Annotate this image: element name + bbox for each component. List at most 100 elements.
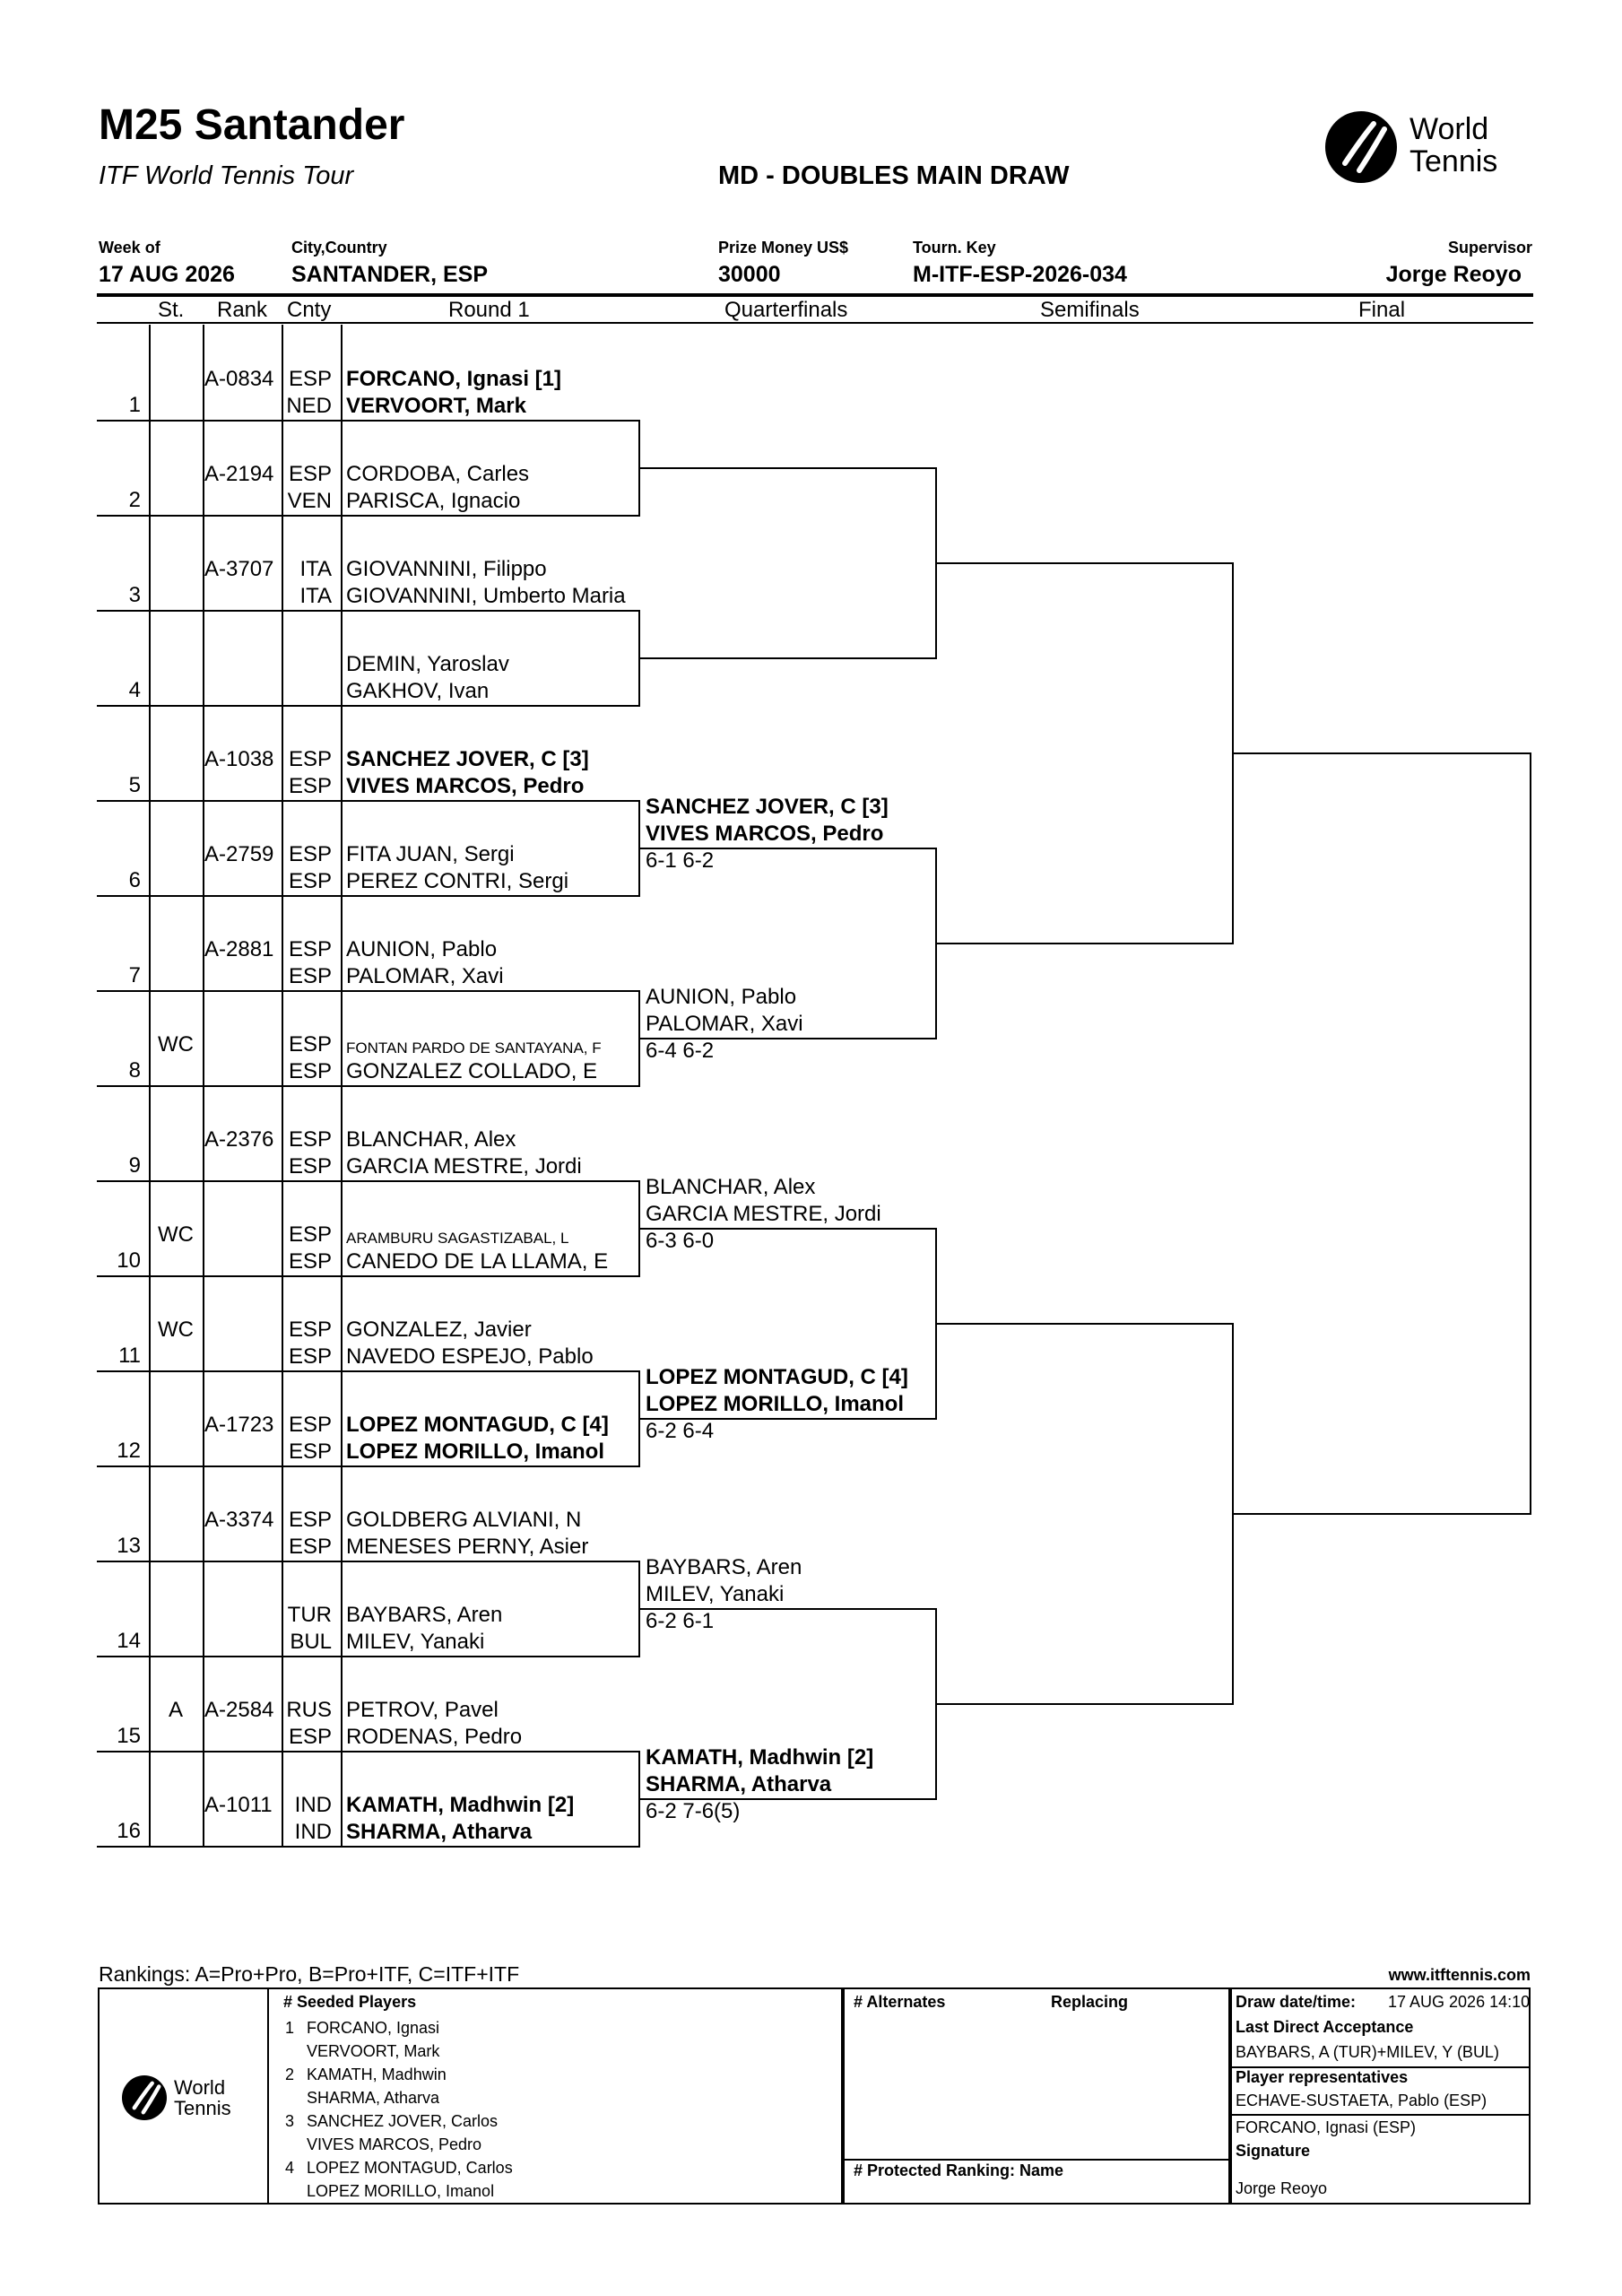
entry-country: ESP xyxy=(288,964,332,988)
qf-player-2: GARCIA MESTRE, Jordi xyxy=(646,1202,881,1226)
reps-rule xyxy=(1230,2114,1529,2116)
seed-player-1: LOPEZ MONTAGUD, Carlos xyxy=(307,2159,513,2177)
qf-player-1: KAMATH, Madhwin [2] xyxy=(646,1745,874,1770)
entry-number: 16 xyxy=(117,1819,141,1843)
rankings-note: Rankings: A=Pro+Pro, B=Pro+ITF, C=ITF+IT… xyxy=(99,1962,520,1986)
seed-player-1: SANCHEZ JOVER, Carlos xyxy=(307,2112,499,2130)
entry-country: BUL xyxy=(290,1630,332,1654)
entry-rank: A-3707 xyxy=(204,557,274,581)
entry-rule xyxy=(97,990,343,992)
draw-title: MD - DOUBLES MAIN DRAW xyxy=(718,161,1070,190)
qf-player-2: SHARMA, Atharva xyxy=(646,1772,832,1796)
lda-value: BAYBARS, A (TUR)+MILEV, Y (BUL) xyxy=(1236,2043,1499,2061)
entry-rule xyxy=(97,1656,343,1657)
column-header-rule xyxy=(97,322,1533,324)
col-final: Final xyxy=(1358,298,1406,322)
qf-player-2: VIVES MARCOS, Pedro xyxy=(646,822,884,846)
qf-line xyxy=(638,1608,937,1610)
entry-rule xyxy=(341,610,640,612)
entry-rank: A-1723 xyxy=(204,1413,274,1437)
footer-divider xyxy=(267,1987,269,2203)
entry-status: WC xyxy=(158,1222,194,1247)
entry-player-1: ARAMBURU SAGASTIZABAL, L xyxy=(346,1230,569,1247)
entry-player-1: SANCHEZ JOVER, C [3] xyxy=(346,747,589,771)
entry-player-1: GIOVANNINI, Filippo xyxy=(346,557,547,581)
footer-divider xyxy=(1228,1987,1232,2203)
qf-player-1: BAYBARS, Aren xyxy=(646,1555,802,1579)
entry-player-1: PETROV, Pavel xyxy=(346,1698,499,1722)
entry-country: ESP xyxy=(288,869,332,893)
entry-number: 7 xyxy=(128,963,141,987)
col-rank: Rank xyxy=(217,298,268,322)
seed-player-2: LOPEZ MORILLO, Imanol xyxy=(307,2182,495,2200)
entry-country: ESP xyxy=(288,747,332,771)
qf-line xyxy=(638,848,937,849)
tournament-subtitle: ITF World Tennis Tour xyxy=(99,161,354,190)
qf-player-2: PALOMAR, Xavi xyxy=(646,1012,803,1036)
entry-country: ESP xyxy=(288,1032,332,1057)
qf-player-1: BLANCHAR, Alex xyxy=(646,1175,816,1199)
qf-line xyxy=(638,467,937,469)
seed-number: 1 xyxy=(285,2019,295,2037)
prize-label: Prize Money US$ xyxy=(718,239,849,257)
entry-rule xyxy=(97,1561,343,1562)
entry-rule xyxy=(341,800,640,802)
entry-country: TUR xyxy=(287,1603,332,1627)
entry-rule xyxy=(341,705,640,707)
qf-player-2: MILEV, Yanaki xyxy=(646,1582,785,1606)
entry-player-2: GONZALEZ COLLADO, E xyxy=(346,1059,598,1083)
entry-player-1: KAMATH, Madhwin [2] xyxy=(346,1793,575,1817)
entry-rank: A-1011 xyxy=(204,1793,273,1817)
entry-number: 1 xyxy=(128,393,141,417)
protected-ranking-header: # Protected Ranking: Name xyxy=(854,2161,1064,2179)
final-line xyxy=(1232,752,1531,754)
footer-logo: World Tennis xyxy=(122,2075,247,2126)
entry-rank: A-0834 xyxy=(204,367,274,391)
entry-country: ESP xyxy=(288,1249,332,1274)
entry-number: 6 xyxy=(128,868,141,892)
world-tennis-logo: World Tennis xyxy=(1325,111,1540,183)
entry-rule xyxy=(97,800,343,802)
entry-player-1: BLANCHAR, Alex xyxy=(346,1127,516,1152)
entry-rule xyxy=(97,1465,343,1467)
entry-player-1: AUNION, Pablo xyxy=(346,937,498,961)
world-tennis-logo-icon xyxy=(1325,111,1397,183)
entry-rule xyxy=(341,515,640,517)
world-tennis-logo-icon xyxy=(122,2075,167,2120)
draw-date-label: Draw date/time: xyxy=(1236,1993,1357,2011)
supervisor-label: Supervisor xyxy=(1447,239,1532,257)
alternates-header: # Alternates xyxy=(854,1993,946,2011)
entry-player-1: CORDOBA, Carles xyxy=(346,462,530,486)
entry-rank: A-2376 xyxy=(204,1127,274,1152)
qf-player-2: LOPEZ MORILLO, Imanol xyxy=(646,1392,904,1416)
entry-player-1: FORCANO, Ignasi [1] xyxy=(346,367,562,391)
entry-rule xyxy=(341,1275,640,1277)
entry-rule xyxy=(341,1465,640,1467)
qf-score: 6-3 6-0 xyxy=(646,1229,715,1253)
entry-number: 12 xyxy=(117,1439,141,1463)
entry-country: ESP xyxy=(288,1059,332,1083)
entry-rule xyxy=(97,895,343,897)
entry-country: ESP xyxy=(288,462,332,486)
entry-country: ESP xyxy=(288,1725,332,1749)
sf-line xyxy=(935,1323,1234,1325)
entry-player-2: NAVEDO ESPEJO, Pablo xyxy=(346,1344,594,1369)
entry-number: 5 xyxy=(128,773,141,797)
qf-score: 6-4 6-2 xyxy=(646,1039,715,1063)
entry-country: IND xyxy=(294,1820,332,1844)
entry-number: 4 xyxy=(128,678,141,702)
entry-rank: A-3374 xyxy=(204,1508,274,1532)
tournament-title: M25 Santander xyxy=(99,101,405,149)
entry-rule xyxy=(341,895,640,897)
entry-country: ESP xyxy=(288,1344,332,1369)
entry-number: 9 xyxy=(128,1153,141,1178)
entry-country: ESP xyxy=(288,774,332,798)
entry-status: A xyxy=(168,1698,184,1722)
entry-rule xyxy=(97,1275,343,1277)
entry-rank: A-2194 xyxy=(204,462,274,486)
week-value: 17 AUG 2026 xyxy=(99,262,235,287)
seed-player-1: FORCANO, Ignasi xyxy=(307,2019,440,2037)
entry-rule xyxy=(97,1180,343,1182)
qf-player-1: SANCHEZ JOVER, C [3] xyxy=(646,795,889,819)
draw-date-value: 17 AUG 2026 14:10 xyxy=(1388,1993,1531,2011)
